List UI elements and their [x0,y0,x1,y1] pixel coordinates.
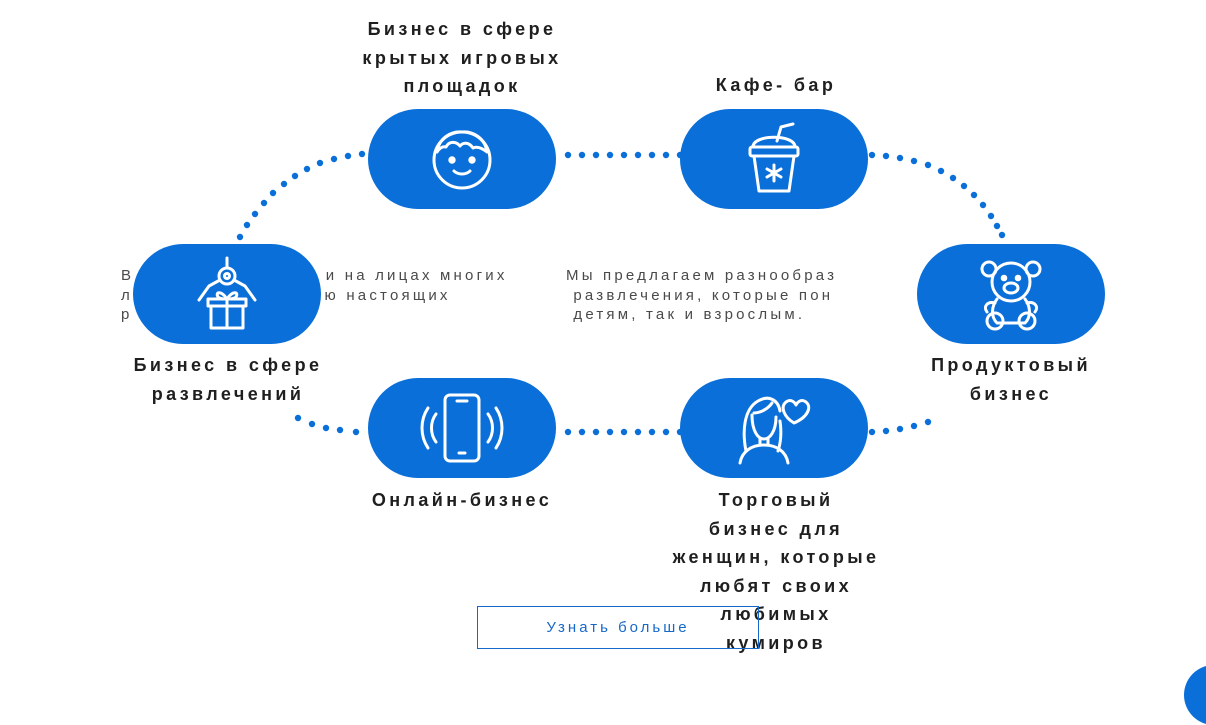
pill-cafe-bar[interactable] [680,109,868,209]
label-cafe-bar: Кафе- бар [715,75,837,95]
dotted-connector-lines [236,150,1006,436]
business-cycle-section: В и на лицах многих л ю настоящих р Мы п… [121,19,1206,725]
drink-cup-icon [748,122,800,193]
learn-more-button[interactable]: Узнать больше [477,606,759,649]
pill-entertainment-business[interactable] [133,244,321,344]
pill-product-business[interactable] [917,244,1105,344]
background-text-left: В и на лицах многих л ю настоящих р [121,267,508,323]
pill-indoor-playgrounds[interactable] [368,109,556,209]
pill-online-business[interactable] [368,378,556,478]
label-entertainment-business: Бизнес в сфере развлечений [133,355,323,404]
label-product-business: Продуктовый бизнес [931,355,1091,404]
label-online-business: Онлайн-бизнес [371,490,553,510]
smartphone-icon [420,393,504,463]
child-face-icon [432,130,492,190]
label-indoor-playgrounds: Бизнес в сфере крытых игровых площадок [362,19,562,96]
background-text-right: Мы предлагаем разнообраз развлечения, ко… [566,267,838,323]
teddy-bear-icon [980,260,1042,331]
claw-machine-icon [197,256,257,330]
pill-trade-business[interactable] [680,378,868,478]
girl-heart-icon [738,396,811,465]
label-trade-business: Торговый бизнес для женщин, которые любя… [672,490,880,653]
